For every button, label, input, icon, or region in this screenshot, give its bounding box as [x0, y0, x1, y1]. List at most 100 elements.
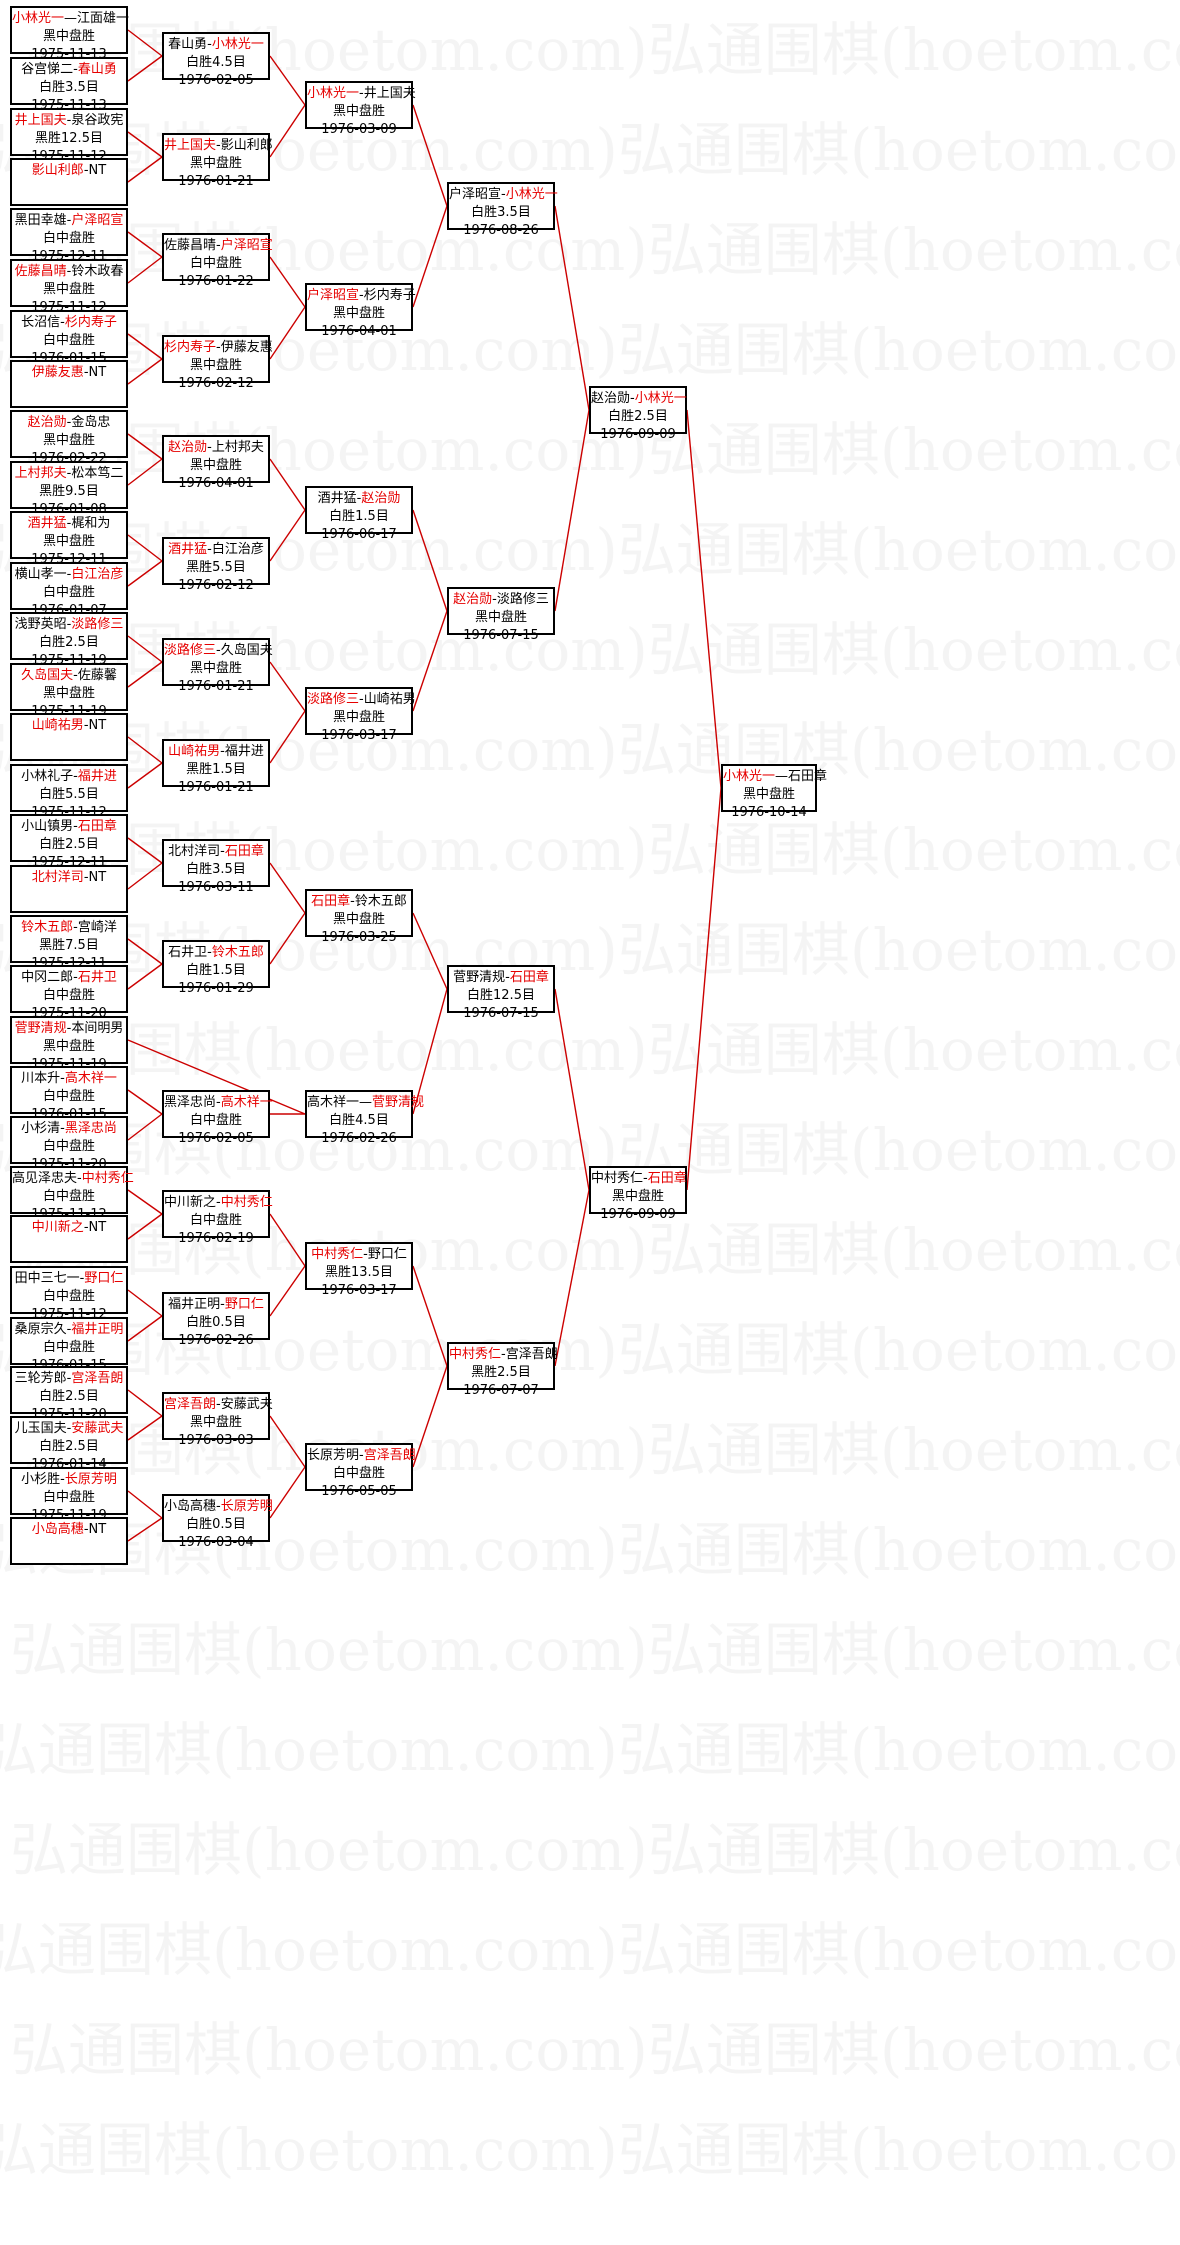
- player-white: NT: [88, 1522, 107, 1537]
- player-separator: -: [66, 516, 72, 531]
- player-separator: -: [216, 643, 221, 658]
- player-black: 宫泽吾朗: [164, 1397, 217, 1412]
- player-white: 高木祥一: [220, 1095, 273, 1110]
- connector-r4-3-1: [412, 912, 448, 990]
- match-result: 白胜2.5目: [39, 1439, 99, 1454]
- player-black: 北村洋司: [31, 870, 84, 885]
- match-result: 白胜3.5目: [186, 862, 246, 877]
- player-black: 井上国夫: [14, 113, 67, 128]
- player-white: 高木祥一: [64, 1071, 117, 1086]
- match-players: 北村洋司-石田章: [164, 843, 268, 861]
- connector-r2-2-1: [127, 131, 163, 158]
- connector-r5-1-1: [554, 205, 590, 411]
- connector-r2-4-2: [127, 358, 163, 385]
- match-players: 中川新之-NT: [12, 1219, 126, 1237]
- player-black: 菅野清规: [14, 1021, 67, 1036]
- match-players: 中村秀仁-宫泽吾朗: [449, 1346, 558, 1364]
- match-players: 赵治勋-上村邦夫: [164, 439, 268, 457]
- player-white: NT: [88, 1220, 107, 1235]
- player-black: 杉内寿子: [164, 340, 217, 355]
- player-separator: -: [630, 391, 635, 406]
- player-black: 中川新之: [31, 1220, 84, 1235]
- player-white: 中村秀仁: [81, 1171, 134, 1186]
- match-players: 小山镇男-石田章: [12, 818, 126, 836]
- match-result: 白中盘胜: [189, 256, 242, 271]
- player-separator: -: [359, 86, 364, 101]
- connector-r3-2-1: [269, 256, 306, 308]
- match-date: 1976-10-14: [731, 805, 807, 820]
- match-box-r1-4: 影山利郎-NT: [10, 158, 128, 206]
- match-box-r1-31: 小岛高穗-NT: [10, 1517, 128, 1565]
- player-white: 小林光一: [211, 37, 264, 52]
- connector-r4-1-2: [412, 205, 448, 308]
- match-date: 1976-03-17: [321, 728, 397, 743]
- connector-r3-8-1: [269, 1415, 306, 1468]
- match-result: 黑胜13.5目: [325, 1265, 393, 1280]
- connector-r3-6-1: [127, 1039, 306, 1115]
- match-result: 白胜4.5目: [186, 55, 246, 70]
- match-result: 白中盘胜: [42, 1189, 95, 1204]
- connector-r4-4-1: [412, 1265, 448, 1367]
- match-date: 1976-01-21: [178, 174, 254, 189]
- match-result: 黑中盘胜: [42, 534, 95, 549]
- player-separator: —: [64, 11, 78, 26]
- match-players: 儿玉国夫-安藤武夫: [12, 1420, 126, 1438]
- match-box-r1-8: 伊藤友惠-NT: [10, 360, 128, 408]
- player-separator: -: [66, 466, 72, 481]
- player-white: 春山勇: [77, 62, 117, 77]
- match-result: 白胜12.5目: [467, 988, 535, 1003]
- player-black: 小林光一: [307, 86, 360, 101]
- match-result: 白中盘胜: [42, 1340, 95, 1355]
- match-box-r1-25: 中川新之-NT: [10, 1215, 128, 1263]
- match-date: 1976-02-19: [178, 1231, 254, 1246]
- player-separator: -: [83, 718, 89, 733]
- match-result: 黑胜12.5目: [35, 131, 103, 146]
- player-black: 高木祥一: [307, 1095, 360, 1110]
- connector-r3-2-2: [269, 306, 306, 360]
- player-black: 石井卫: [168, 945, 208, 960]
- player-white: 小林光一: [634, 391, 687, 406]
- match-result: 白胜4.5目: [329, 1113, 389, 1128]
- match-date: 1976-01-29: [178, 981, 254, 996]
- player-white: 赵治勋: [361, 491, 401, 506]
- connector-r5-2-2: [554, 1189, 590, 1367]
- connector-r2-5-1: [127, 433, 163, 460]
- player-separator: -: [216, 1095, 221, 1110]
- player-black: 户泽昭宣: [449, 187, 502, 202]
- match-players: 小杉胜-长原芳明: [12, 1471, 126, 1489]
- match-result: 黑胜1.5目: [186, 762, 246, 777]
- connector-r2-7-1: [127, 635, 163, 663]
- match-result: 白中盘胜: [42, 1289, 95, 1304]
- connector-r3-5-1: [269, 862, 306, 914]
- match-date: 1976-05-05: [321, 1484, 397, 1499]
- player-separator: -: [216, 1195, 221, 1210]
- match-players: 黑田幸雄-户泽昭宣: [12, 212, 126, 230]
- match-players: 石田章-铃木五郎: [307, 893, 411, 911]
- player-separator: -: [60, 1472, 65, 1487]
- player-white: 野口仁: [367, 1247, 407, 1262]
- player-white: 石田章: [77, 819, 117, 834]
- match-players: 石井卫-铃木五郎: [164, 944, 268, 962]
- player-black: 伊藤友惠: [31, 365, 84, 380]
- match-players: 久岛国夫-佐藤馨: [12, 667, 126, 685]
- match-date: 1976-01-22: [178, 274, 254, 289]
- player-separator: -: [216, 1397, 221, 1412]
- player-black: 三轮芳郎: [14, 1371, 67, 1386]
- player-black: 小林光一: [723, 769, 776, 784]
- player-black: 铃木五郎: [21, 920, 74, 935]
- connector-r2-9-2: [127, 862, 163, 890]
- connector-r2-14-1: [127, 1389, 163, 1417]
- player-black: 小林光一: [12, 11, 65, 26]
- match-players: 高木祥一—菅野清规: [307, 1094, 424, 1112]
